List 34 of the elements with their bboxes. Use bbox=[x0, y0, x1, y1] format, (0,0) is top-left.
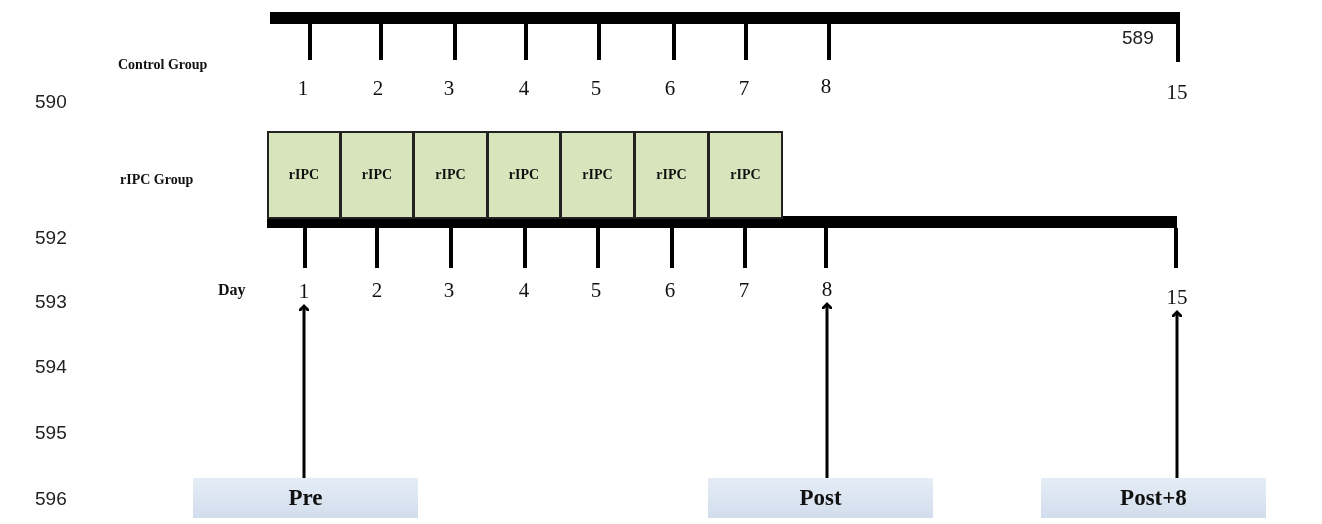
day-number: 2 bbox=[371, 280, 383, 301]
day-number: 15 bbox=[1160, 286, 1194, 308]
line-number: 593 bbox=[35, 292, 67, 311]
day-number: 3 bbox=[443, 280, 455, 301]
day-number: 8 bbox=[816, 278, 838, 300]
line-number: 590 bbox=[35, 92, 67, 111]
page-number: 589 bbox=[1122, 28, 1154, 47]
group-label: rIPC Group bbox=[120, 173, 194, 187]
line-number: 595 bbox=[35, 423, 67, 442]
group-label: Control Group bbox=[118, 58, 208, 72]
axis-label: Day bbox=[218, 282, 246, 298]
timepoint-box: Pre bbox=[193, 478, 418, 518]
day-number: 1 bbox=[293, 280, 315, 302]
day-number: 2 bbox=[372, 78, 384, 99]
arrow bbox=[1170, 310, 1184, 478]
day-number: 4 bbox=[518, 280, 530, 301]
day-number: 8 bbox=[820, 76, 832, 97]
day-number: 1 bbox=[297, 78, 309, 99]
timepoint-box: Post bbox=[708, 478, 933, 518]
line-number: 596 bbox=[35, 489, 67, 508]
day-number: 5 bbox=[590, 280, 602, 301]
line-number: 592 bbox=[35, 228, 67, 247]
arrow bbox=[820, 302, 834, 478]
day-number: 5 bbox=[590, 78, 602, 99]
day-number: 7 bbox=[738, 78, 750, 99]
day-number: 7 bbox=[738, 280, 750, 301]
day-number: 4 bbox=[518, 78, 530, 99]
timepoint-box: Post+8 bbox=[1041, 478, 1266, 518]
day-number: 6 bbox=[664, 78, 676, 99]
line-number: 594 bbox=[35, 357, 67, 376]
day-number: 15 bbox=[1166, 82, 1188, 103]
day-number: 3 bbox=[443, 78, 455, 99]
day-number: 6 bbox=[664, 280, 676, 301]
arrow bbox=[297, 304, 311, 478]
